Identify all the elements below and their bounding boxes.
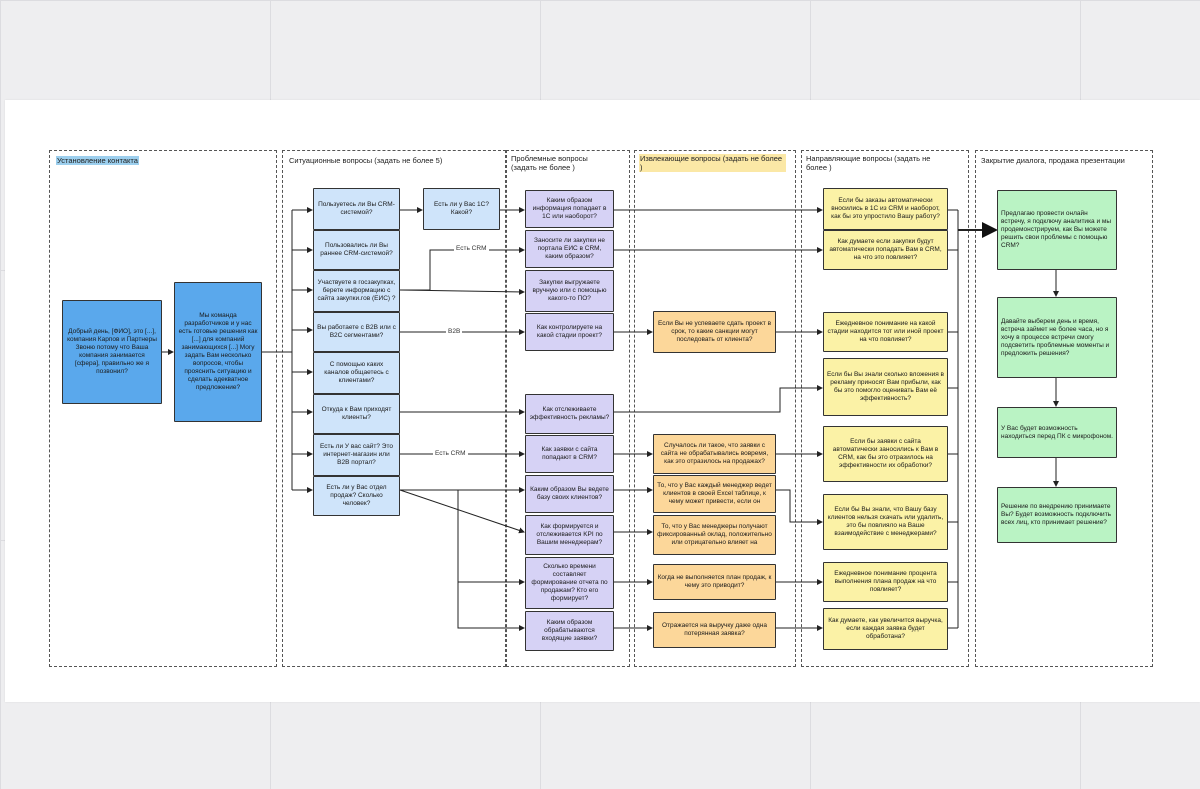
node-p2[interactable]: Заносите ли закупки не портала ЕИС в CRM… <box>525 230 614 268</box>
node-s3-procurement[interactable]: Участвуете в госзакупках, берете информа… <box>313 270 400 312</box>
node-c1-offer-meeting[interactable]: Предлагаю провести онлайн встречу, я под… <box>997 190 1117 270</box>
lane-title-directing: Направляющие вопросы (задать не более ) <box>806 154 931 172</box>
node-d1[interactable]: Если бы заказы автоматически вносились в… <box>823 188 948 230</box>
node-s6-client-source[interactable]: Откуда к Вам приходят клиенты? <box>313 394 400 434</box>
node-p4[interactable]: Как контролируете на какой стадии проект… <box>525 313 614 351</box>
node-p6[interactable]: Как заявки с сайта попадают в CRM? <box>525 435 614 473</box>
node-e1[interactable]: Если Вы не успеваете сдать проект в срок… <box>653 311 776 353</box>
node-e3[interactable]: То, что у Вас каждый менеджер ведет клие… <box>653 475 776 513</box>
node-d8[interactable]: Как думаете, как увеличится выручка, есл… <box>823 608 948 650</box>
node-s5-channels[interactable]: С помощью каких каналов общаетесь с клие… <box>313 352 400 394</box>
node-e4[interactable]: То, что у Вас менеджеры получают фиксиро… <box>653 515 776 555</box>
edge-label-has-crm: Есть CRM <box>454 245 489 253</box>
lane-title-extracting: Извлекающие вопросы (задать не более ) <box>639 154 786 172</box>
node-e6[interactable]: Отражается на выручку даже одна потерянн… <box>653 612 776 648</box>
lane-contact <box>49 150 277 667</box>
lane-situational <box>282 150 506 667</box>
node-s8-sales-dept[interactable]: Есть ли у Вас отдел продаж? Сколько чело… <box>313 476 400 516</box>
node-d7[interactable]: Ежедневное понимание процента выполнения… <box>823 562 948 602</box>
node-d5[interactable]: Если бы заявки с сайта автоматически зан… <box>823 426 948 482</box>
node-p10[interactable]: Каким образом обрабатываются входящие за… <box>525 611 614 651</box>
lane-title-problem: Проблемные вопросы (задать не более ) <box>511 154 588 172</box>
node-d3[interactable]: Ежедневное понимание на какой стадии нах… <box>823 312 948 352</box>
lane-closing <box>975 150 1153 667</box>
node-c4-decision-maker[interactable]: Решение по внедрению принимаете Вы? Буде… <box>997 487 1117 543</box>
node-p7[interactable]: Каким образом Вы ведете базу своих клиен… <box>525 475 614 513</box>
lane-title-contact: Установление контакта <box>56 156 139 165</box>
node-s7-website[interactable]: Есть ли У вас сайт? Это интернет-магазин… <box>313 434 400 476</box>
edge-label-b2b: B2B <box>446 328 463 336</box>
node-s1b-has-1c[interactable]: Есть ли у Вас 1С? Какой? <box>423 188 500 230</box>
node-e2[interactable]: Случалось ли такое, что заявки с сайта н… <box>653 434 776 474</box>
node-c3-pc-mic[interactable]: У Вас будет возможность находиться перед… <box>997 407 1117 458</box>
edge-label-has-crm-site: Есть CRM <box>433 450 468 458</box>
node-p5[interactable]: Как отслеживаете эффективность рекламы? <box>525 394 614 434</box>
node-c2-choose-time[interactable]: Давайте выберем день и время, встреча за… <box>997 297 1117 378</box>
node-intro[interactable]: Мы команда разработчиков и у нас есть го… <box>174 282 262 422</box>
node-p8[interactable]: Как формируется и отслеживается KPI по В… <box>525 515 614 555</box>
lane-title-situational: Ситуационные вопросы (задать не более 5) <box>289 156 443 165</box>
node-s4-b2b-b2c[interactable]: Вы работаете с B2B или с B2C сегментами? <box>313 312 400 352</box>
lane-title-closing: Закрытие диалога, продажа презентации <box>981 156 1125 165</box>
node-d6[interactable]: Если бы Вы знали, что Вашу базу клиентов… <box>823 494 948 550</box>
node-p3[interactable]: Закупки выгружаете вручную или с помощью… <box>525 270 614 312</box>
node-s1-crm-usage[interactable]: Пользуетесь ли Вы CRM-системой? <box>313 188 400 230</box>
node-d2[interactable]: Как думаете если закупки будут автоматич… <box>823 230 948 270</box>
node-greeting[interactable]: Добрый день, [ФИО], это [...], компания … <box>62 300 162 404</box>
node-p1[interactable]: Каким образом информация попадает в 1С и… <box>525 190 614 228</box>
node-s2-crm-before[interactable]: Пользовались ли Вы раннее CRM-системой? <box>313 230 400 270</box>
node-e5[interactable]: Когда не выполняется план продаж, к чему… <box>653 564 776 600</box>
node-p9[interactable]: Сколько времени составляет формирование … <box>525 557 614 609</box>
node-d4[interactable]: Если бы Вы знали сколько вложения в рекл… <box>823 358 948 416</box>
